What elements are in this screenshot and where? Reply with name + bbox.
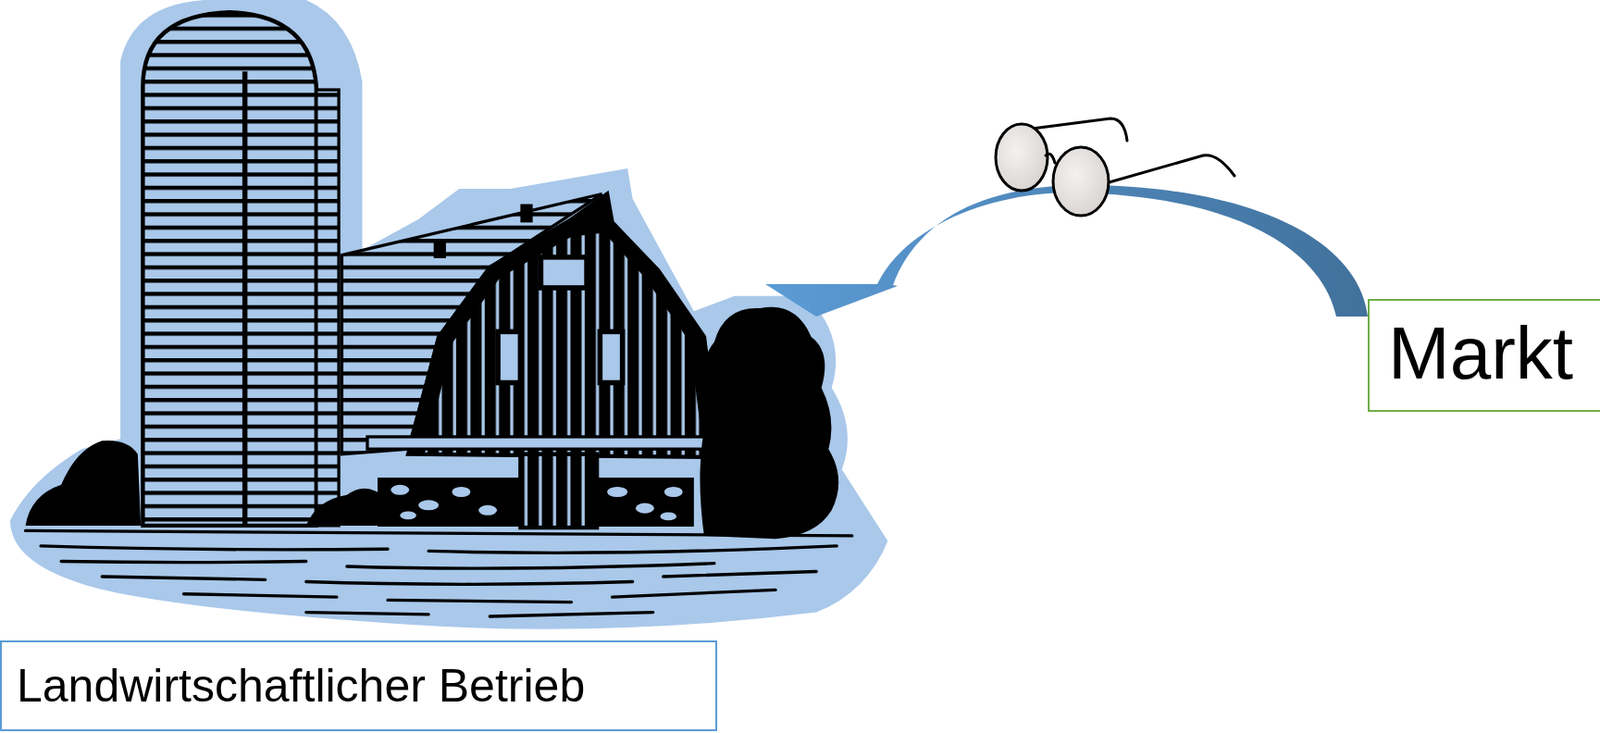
barn-front xyxy=(408,194,720,458)
farm-node: Landwirtschaftlicher Betrieb xyxy=(0,0,817,733)
background-blob xyxy=(10,0,888,630)
barn-window xyxy=(497,331,521,383)
market-box: Markt xyxy=(1367,298,1600,412)
silo-ladder xyxy=(242,71,249,526)
bush xyxy=(25,440,142,526)
barn-door xyxy=(520,454,597,528)
market-label: Markt xyxy=(1369,300,1600,410)
silo-strip xyxy=(316,89,339,526)
tree xyxy=(699,307,839,539)
roof-vent xyxy=(434,239,447,259)
barn-window xyxy=(599,331,622,383)
farm-label: Landwirtschaftlicher Betrieb xyxy=(0,640,718,732)
bush xyxy=(306,488,388,526)
ground-lines xyxy=(25,530,853,617)
barn-beam xyxy=(367,436,720,449)
silo xyxy=(142,12,316,526)
roof-vent xyxy=(520,204,533,224)
barn-window xyxy=(540,257,587,288)
barn-roof xyxy=(408,194,720,458)
